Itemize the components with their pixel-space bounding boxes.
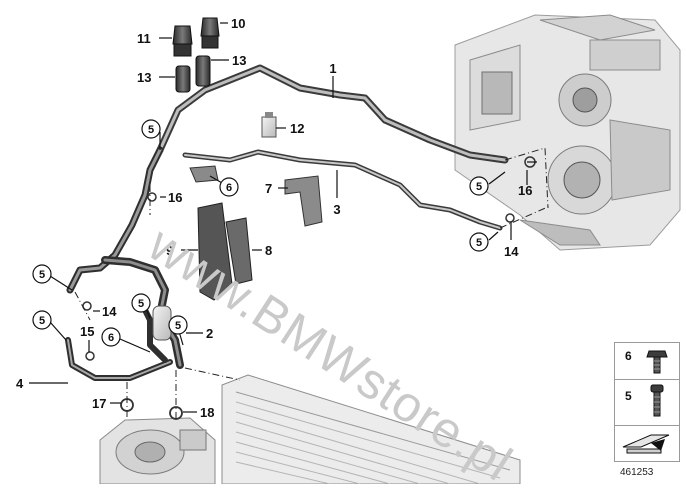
circled-callout-6: 6 bbox=[219, 177, 239, 197]
svg-text:5: 5 bbox=[39, 315, 45, 327]
circled-callout-5: 5 bbox=[32, 264, 52, 284]
callout-17: 17 bbox=[92, 396, 106, 411]
circled-callout-5: 5 bbox=[131, 293, 151, 313]
svg-text:5: 5 bbox=[476, 181, 482, 193]
callout-13: 13 bbox=[137, 70, 151, 85]
circled-callout-5: 5 bbox=[469, 232, 489, 252]
legend-item-5-label: 5 bbox=[625, 389, 632, 403]
circled-callout-5: 5 bbox=[32, 310, 52, 330]
svg-text:5: 5 bbox=[39, 269, 45, 281]
circled-callout-5: 5 bbox=[141, 119, 161, 139]
diagram-reference-number: 461253 bbox=[620, 467, 654, 478]
condenser-illustration bbox=[221, 374, 521, 484]
refrigerant-pipes bbox=[65, 64, 509, 381]
callout-18: 18 bbox=[200, 405, 214, 420]
callout-12: 12 bbox=[290, 121, 304, 136]
circled-callout-5: 5 bbox=[168, 315, 188, 335]
compressor-illustration bbox=[99, 417, 216, 484]
callout-16: 16 bbox=[518, 183, 532, 198]
circled-callouts: 5 5 5 5 5 5 5 6 6 bbox=[32, 119, 489, 347]
svg-text:5: 5 bbox=[138, 298, 144, 310]
assembly-lines bbox=[74, 147, 551, 420]
callout-16: 16 bbox=[168, 190, 182, 205]
callout-14: 14 bbox=[504, 244, 519, 259]
svg-text:5: 5 bbox=[175, 320, 181, 332]
callout-1: 1 bbox=[329, 61, 336, 76]
circled-callout-6: 6 bbox=[101, 327, 121, 347]
callout-3: 3 bbox=[333, 202, 340, 217]
callout-7: 7 bbox=[265, 181, 272, 196]
callout-14: 14 bbox=[102, 304, 117, 319]
callout-4: 4 bbox=[16, 376, 24, 391]
callout-11: 11 bbox=[137, 31, 151, 46]
legend-divider bbox=[615, 379, 679, 380]
screw-icon bbox=[650, 384, 664, 417]
callout-10: 10 bbox=[231, 16, 245, 31]
svg-text:5: 5 bbox=[476, 237, 482, 249]
components bbox=[82, 17, 536, 420]
legend-divider bbox=[615, 425, 679, 426]
legend-item-6-label: 6 bbox=[625, 349, 632, 363]
svg-text:5: 5 bbox=[148, 124, 154, 136]
callout-9: 9 bbox=[166, 243, 173, 258]
callout-15: 15 bbox=[80, 324, 94, 339]
callout-numbers: 1 2 3 4 7 8 9 10 11 12 13 13 14 14 15 16… bbox=[16, 16, 532, 420]
direction-arrow-icon bbox=[622, 434, 670, 454]
heater-housing-illustration bbox=[454, 14, 681, 251]
fastener-legend: 6 5 bbox=[614, 342, 680, 462]
flange-bolt-icon bbox=[646, 350, 668, 374]
callout-13: 13 bbox=[232, 53, 246, 68]
svg-text:6: 6 bbox=[108, 332, 114, 344]
svg-text:6: 6 bbox=[226, 182, 232, 194]
callout-2: 2 bbox=[206, 326, 213, 341]
circled-callout-5: 5 bbox=[469, 176, 489, 196]
callout-8: 8 bbox=[265, 243, 272, 258]
